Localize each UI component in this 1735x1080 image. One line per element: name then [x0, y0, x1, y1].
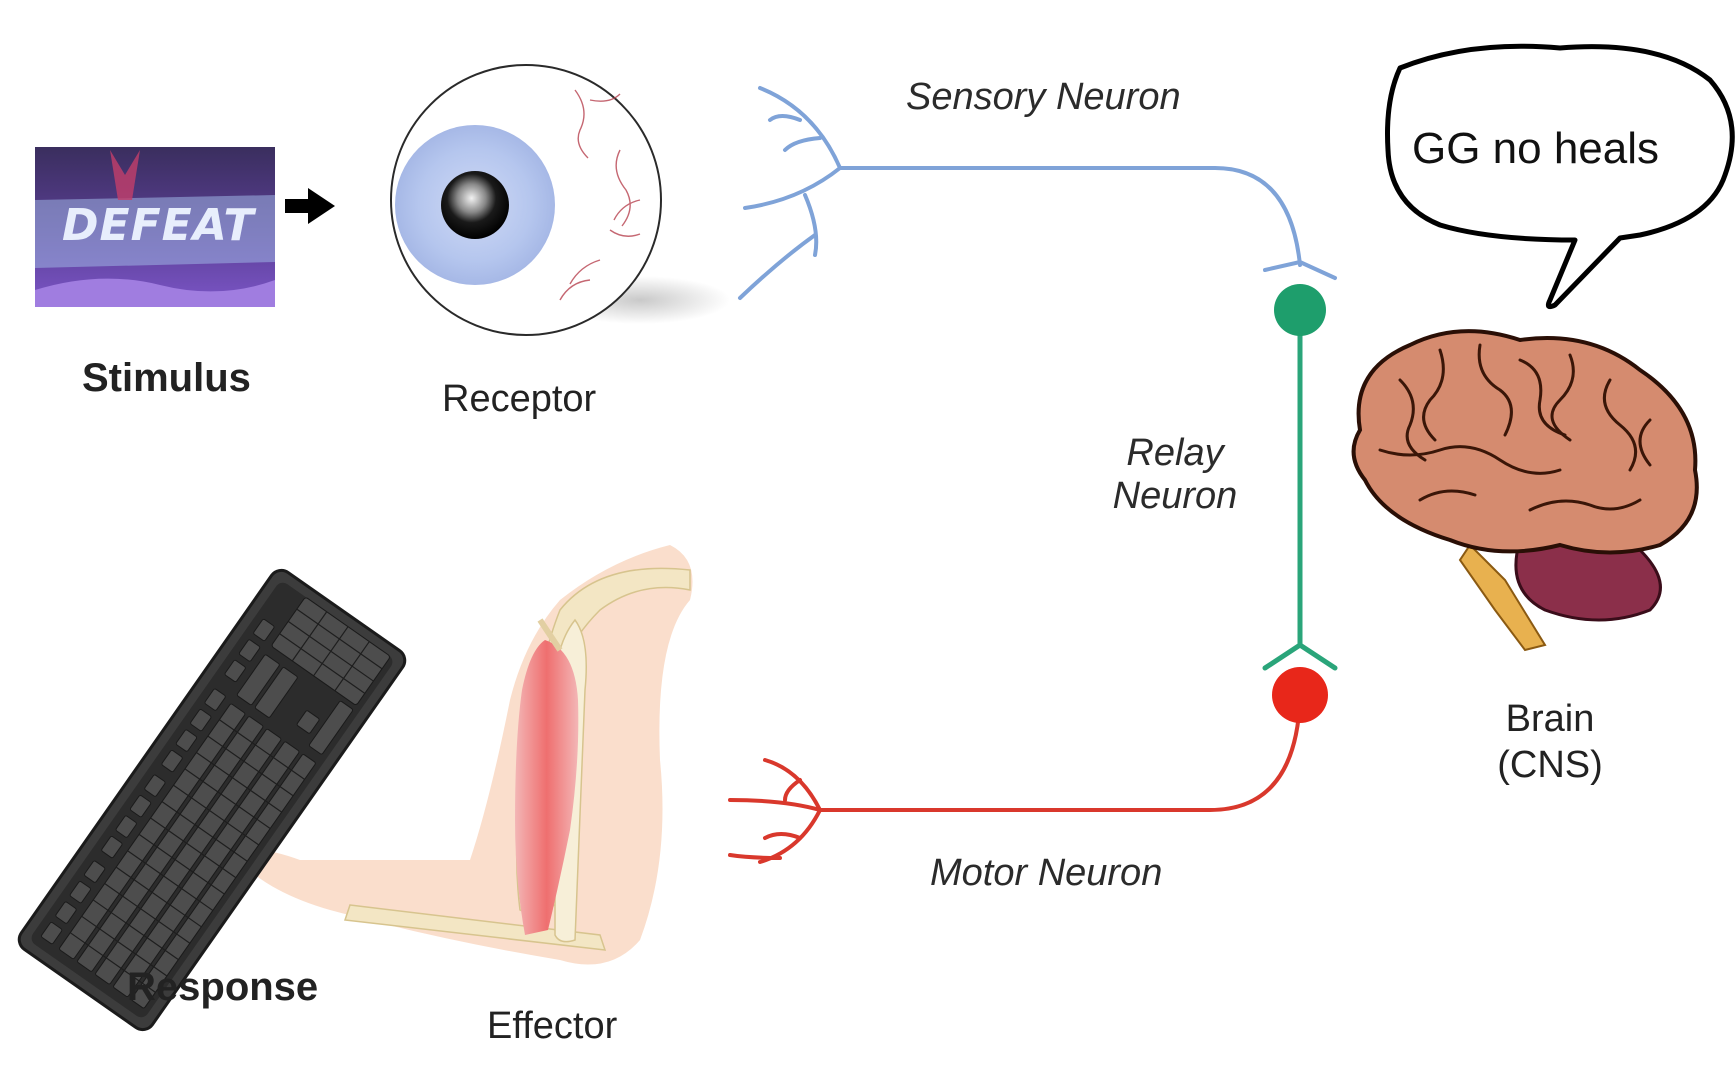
brain-label-line2: (CNS)	[1497, 744, 1603, 786]
eyeball-icon	[390, 64, 730, 336]
sensory-neuron-label: Sensory Neuron	[906, 76, 1181, 118]
brain-label: Brain (CNS)	[1480, 696, 1620, 788]
relay-neuron-label: Relay Neuron	[1100, 432, 1250, 518]
stimulus-label: Stimulus	[82, 356, 251, 400]
relay-neuron-label-line1: Relay	[1126, 432, 1224, 474]
relay-neuron-node	[1274, 284, 1326, 336]
motor-neuron-path	[728, 698, 1302, 864]
receptor-label: Receptor	[442, 378, 597, 420]
effector-label: Effector	[487, 1005, 618, 1047]
keyboard-icon	[17, 568, 407, 1032]
relay-neuron-path	[1262, 307, 1338, 671]
speech-bubble-text: GG no heals	[1412, 124, 1660, 173]
motor-neuron-label: Motor Neuron	[930, 852, 1163, 894]
brain-label-line1: Brain	[1505, 698, 1595, 740]
right-arrow-icon	[285, 188, 335, 224]
sensory-neuron-path	[738, 86, 1337, 300]
response-label: Response	[127, 965, 319, 1009]
motor-neuron-node	[1272, 667, 1328, 723]
speech-bubble	[1385, 43, 1735, 310]
arm-muscle-icon	[230, 545, 693, 965]
brain-icon	[1351, 329, 1699, 652]
stimulus-image: DEFEAT	[35, 147, 275, 307]
defeat-text: DEFEAT	[62, 200, 257, 251]
relay-neuron-label-line2: Neuron	[1112, 475, 1238, 517]
